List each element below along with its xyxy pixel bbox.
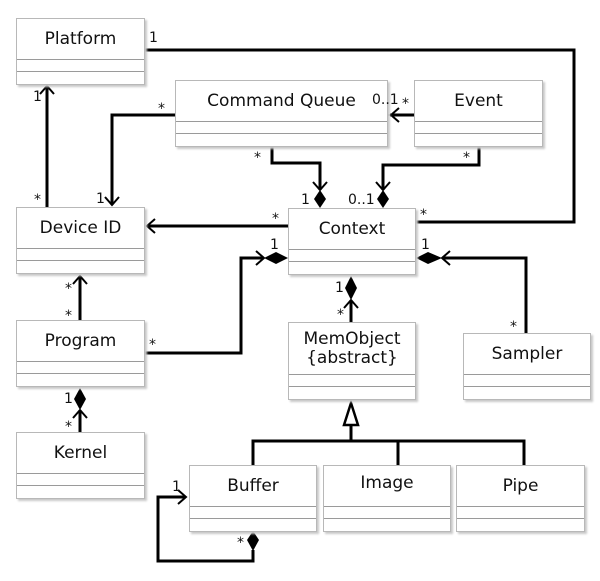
class-sampler[interactable]: Sampler xyxy=(463,333,591,400)
class-attributes xyxy=(176,122,387,134)
class-operations xyxy=(457,519,584,531)
class-operations xyxy=(289,387,415,399)
class-operations xyxy=(17,261,144,273)
class-operations xyxy=(17,486,144,498)
class-command-queue[interactable]: Command Queue xyxy=(175,80,388,147)
arrowhead-platform xyxy=(39,84,55,95)
class-name: Command Queue xyxy=(176,81,387,122)
diamond-context-program xyxy=(264,252,288,264)
comp-program-context xyxy=(145,256,263,355)
class-operations xyxy=(289,262,415,274)
class-operations xyxy=(17,374,144,386)
mult-platform-context-context: * xyxy=(420,207,427,223)
diamond-context-sampler xyxy=(416,252,442,264)
mult-event-cq-event: * xyxy=(402,96,409,112)
class-buffer[interactable]: Buffer xyxy=(189,465,317,532)
diamond-context-memobject xyxy=(345,276,357,300)
class-attributes xyxy=(17,249,144,261)
class-name: Program xyxy=(17,321,144,362)
class-operations xyxy=(176,134,387,146)
class-operations xyxy=(415,134,542,146)
class-attributes xyxy=(415,122,542,134)
arrowhead-cq-from-event xyxy=(389,107,400,123)
class-stereotype: {abstract} xyxy=(306,347,398,368)
diamond-context-cq xyxy=(314,190,326,208)
class-name: Sampler xyxy=(464,334,590,375)
comp-event-context xyxy=(381,147,481,190)
class-attributes xyxy=(324,507,450,519)
class-name: Pipe xyxy=(457,466,584,507)
mult-event-context-context: 0..1 xyxy=(348,192,375,208)
class-name: Kernel xyxy=(17,433,144,474)
class-name: Image xyxy=(324,466,450,507)
class-name: Context xyxy=(289,209,415,250)
arrowhead-device-from-context xyxy=(145,218,156,234)
class-operations xyxy=(464,387,590,399)
class-context[interactable]: Context xyxy=(288,208,416,275)
mult-kernel-program-program: 1 xyxy=(64,391,73,407)
mult-buffer-self-1: 1 xyxy=(172,479,181,495)
class-attributes xyxy=(17,362,144,374)
mult-device-platform-device: * xyxy=(34,192,41,208)
mult-sampler-context-sampler: * xyxy=(510,319,517,335)
mult-context-memobject-memobject: * xyxy=(337,307,344,323)
class-attributes xyxy=(457,507,584,519)
class-attributes xyxy=(464,375,590,387)
class-kernel[interactable]: Kernel xyxy=(16,432,145,499)
class-operations xyxy=(190,519,316,531)
mult-context-memobject-context: 1 xyxy=(335,280,344,296)
class-program[interactable]: Program xyxy=(16,320,145,387)
mult-context-device-context: * xyxy=(272,211,279,227)
generalization-tree xyxy=(251,425,526,465)
diamond-buffer-self xyxy=(247,531,259,551)
arrowhead-device-from-program xyxy=(72,274,88,285)
class-name: Event xyxy=(415,81,542,122)
class-attributes xyxy=(289,375,415,387)
class-attributes xyxy=(289,250,415,262)
mult-program-device-program: * xyxy=(65,308,72,324)
class-name: MemObject xyxy=(303,328,401,349)
assoc-platform-context xyxy=(145,48,576,224)
diamond-program-kernel xyxy=(74,388,86,410)
mult-event-cq-cq: 0..1 xyxy=(372,92,399,108)
class-attributes xyxy=(190,507,316,519)
class-name: Device ID xyxy=(17,208,144,249)
comp-cq-context xyxy=(270,147,322,190)
mult-program-context-context: 1 xyxy=(270,237,279,253)
class-operations xyxy=(324,519,450,531)
arrowhead-buffer-self xyxy=(177,489,188,505)
mult-cq-device-device: 1 xyxy=(96,191,105,207)
class-name-block: MemObject {abstract} xyxy=(289,323,415,375)
comp-buffer-self xyxy=(156,495,255,563)
arrowhead-device-from-cq xyxy=(104,196,120,207)
mult-cq-context-context: 1 xyxy=(301,192,310,208)
diamond-context-event xyxy=(377,190,389,208)
mult-device-platform-platform: 1 xyxy=(33,89,42,105)
class-event[interactable]: Event xyxy=(414,80,543,147)
mult-program-context-program: * xyxy=(149,337,156,353)
class-attributes xyxy=(17,474,144,486)
class-device-id[interactable]: Device ID xyxy=(16,207,145,274)
class-pipe[interactable]: Pipe xyxy=(456,465,585,532)
class-attributes xyxy=(17,60,144,72)
mult-program-device-device: * xyxy=(65,281,72,297)
mult-buffer-self-star: * xyxy=(237,535,244,551)
class-memobject[interactable]: MemObject {abstract} xyxy=(288,322,416,400)
mult-cq-context-cq: * xyxy=(254,150,261,166)
class-platform[interactable]: Platform xyxy=(16,18,145,85)
mult-platform-context-platform: 1 xyxy=(149,30,158,46)
assoc-cq-device xyxy=(110,113,175,205)
class-operations xyxy=(17,72,144,84)
mult-kernel-program-kernel: * xyxy=(65,419,72,435)
class-name: Buffer xyxy=(190,466,316,507)
mult-context-sampler-context: 1 xyxy=(421,237,430,253)
generalization-triangle xyxy=(342,398,360,427)
mult-cq-device-cq: * xyxy=(158,101,165,117)
class-name: Platform xyxy=(17,19,144,60)
class-image[interactable]: Image xyxy=(323,465,451,532)
comp-sampler-context xyxy=(442,256,528,333)
mult-event-context-event: * xyxy=(463,150,470,166)
